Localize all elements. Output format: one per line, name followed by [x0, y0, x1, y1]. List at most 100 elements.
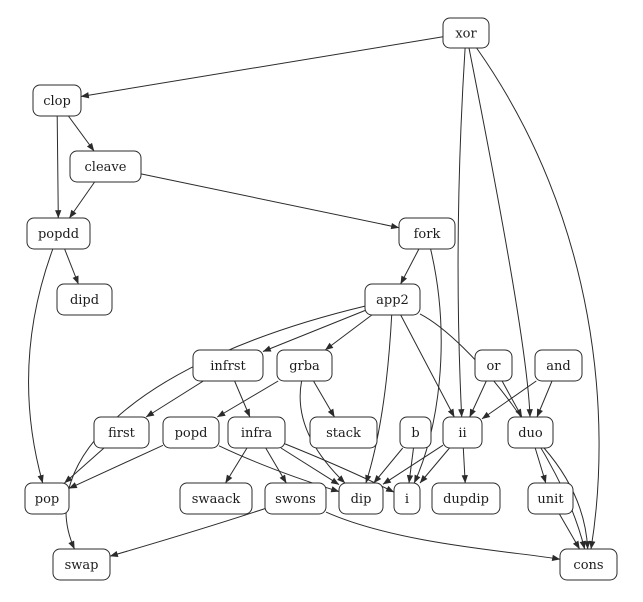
edge-xor-cons [476, 47, 600, 550]
node-box-clop [32, 84, 82, 117]
edge-b-dip [373, 447, 404, 484]
edge-or-duo [501, 380, 523, 418]
node-box-popdd [26, 217, 91, 250]
edge-fork-app2 [400, 248, 420, 285]
node-label-infrst: infrst [210, 359, 246, 374]
node-label-grba: grba [289, 359, 320, 374]
edge-cleave-fork [140, 173, 400, 230]
edge-first-pop [64, 447, 105, 484]
node-pop: pop [24, 482, 70, 515]
node-infra: infra [227, 416, 286, 449]
node-label-duo: duo [518, 426, 543, 441]
node-cons: cons [559, 548, 618, 581]
node-label-pop: pop [35, 492, 59, 507]
edge-grba-popd [217, 380, 279, 418]
node-clop: clop [32, 84, 82, 117]
node-label-fork: fork [414, 227, 441, 242]
node-box-first [93, 416, 150, 449]
node-grba: grba [276, 349, 333, 382]
node-label-popdd: popdd [38, 227, 79, 242]
node-box-app2 [364, 283, 421, 316]
node-label-b: b [411, 426, 419, 441]
node-box-swaack [179, 482, 253, 515]
edge-infra-i [284, 443, 395, 493]
edge-popdd-dipd [64, 248, 79, 285]
node-unit: unit [527, 482, 574, 515]
node-label-swap: swap [65, 558, 99, 573]
node-box-or [474, 349, 513, 382]
edge-fork-i [413, 248, 442, 484]
edge-ii-dip [382, 444, 444, 485]
node-cleave: cleave [69, 150, 142, 183]
node-box-cons [559, 548, 618, 581]
edge-ii-dupdip [461, 447, 468, 484]
nodes-layer: xor clop cleave popdd dipd fork app2 infrst grba… [24, 17, 618, 581]
edge-xor-clop [80, 36, 444, 99]
node-label-app2: app2 [376, 293, 409, 308]
node-box-cleave [69, 150, 142, 183]
node-box-dip [338, 482, 384, 515]
node-label-ii: ii [458, 426, 466, 441]
node-box-infra [227, 416, 286, 449]
node-ii: ii [442, 416, 483, 449]
node-label-and: and [546, 359, 570, 374]
edge-infrst-infra [234, 380, 251, 418]
edges-layer [28, 36, 600, 561]
edge-app2-ii [400, 314, 455, 418]
node-label-dipd: dipd [70, 293, 99, 308]
edge-xor-ii [457, 47, 466, 418]
node-dupdip: dupdip [431, 482, 501, 515]
node-label-xor: xor [455, 27, 477, 42]
node-dip: dip [338, 482, 384, 515]
node-box-swons [264, 482, 327, 515]
edge-or-ii [469, 380, 487, 418]
node-box-grba [276, 349, 333, 382]
node-box-pop [24, 482, 70, 515]
node-b: b [399, 416, 432, 449]
node-stack: stack [309, 416, 378, 449]
node-label-or: or [486, 359, 501, 374]
node-label-dip: dip [351, 492, 372, 507]
edge-xor-duo [468, 47, 533, 418]
edge-swons-cons [325, 511, 561, 561]
node-box-stack [309, 416, 378, 449]
node-box-duo [507, 416, 554, 449]
node-label-popd: popd [175, 426, 208, 441]
edge-app2-infrst [262, 310, 366, 352]
edge-clop-popdd [55, 115, 62, 219]
node-box-ii [442, 416, 483, 449]
node-label-first: first [108, 426, 136, 441]
node-label-cons: cons [573, 558, 603, 573]
node-dipd: dipd [56, 283, 113, 316]
node-box-i [393, 482, 421, 515]
node-box-dipd [56, 283, 113, 316]
edge-grba-stack [313, 380, 335, 418]
edge-clop-cleave [67, 115, 95, 152]
edge-duo-unit [534, 447, 547, 484]
node-label-i: i [405, 492, 409, 507]
node-box-unit [527, 482, 574, 515]
edge-duo-cons [543, 447, 591, 550]
node-label-dupdip: dupdip [443, 492, 489, 507]
edge-grba-dip [299, 380, 346, 484]
node-label-swons: swons [275, 492, 316, 507]
edge-cleave-popdd [68, 181, 96, 219]
edge-unit-cons [558, 513, 581, 550]
node-box-and [534, 349, 583, 382]
edge-infra-swaack [225, 447, 248, 484]
node-label-swaack: swaack [192, 492, 241, 507]
edge-popd-pop [68, 444, 164, 489]
edge-infra-dip [280, 447, 340, 486]
node-label-stack: stack [326, 426, 361, 441]
node-infrst: infrst [192, 349, 264, 382]
edge-app2-dip [365, 314, 393, 484]
node-box-infrst [192, 349, 264, 382]
node-fork: fork [398, 217, 456, 250]
node-box-dupdip [431, 482, 501, 515]
edge-swons-swap [109, 508, 266, 558]
edge-and-duo [536, 380, 553, 418]
node-popd: popd [162, 416, 220, 449]
node-first: first [93, 416, 150, 449]
